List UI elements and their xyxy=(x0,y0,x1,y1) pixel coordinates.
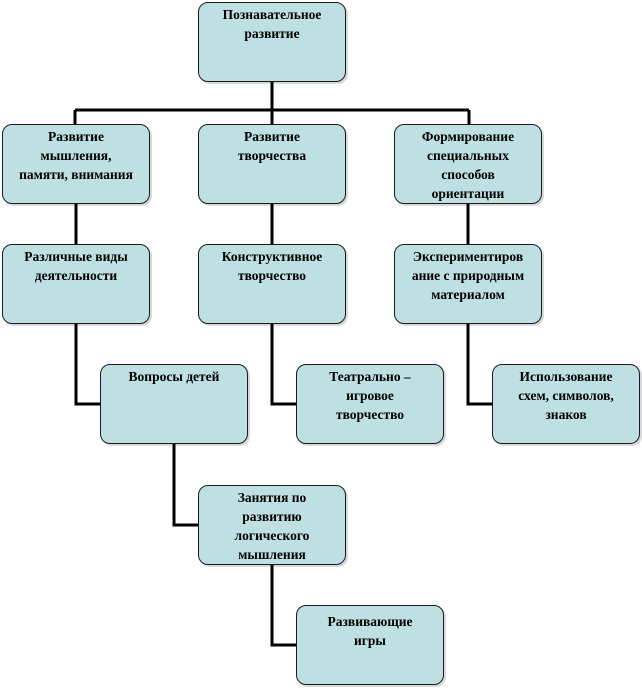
node-orientation-methods: Формирование специальных способов ориент… xyxy=(394,124,542,204)
connector-questions-logic xyxy=(172,444,199,527)
node-thinking-memory-attention: Развитие мышления, памяти, внимания xyxy=(2,124,150,204)
connector-activities-questions xyxy=(74,324,101,406)
node-cognitive-development: Познавательное развитие xyxy=(198,2,346,82)
node-developing-games: Развивающие игры xyxy=(296,605,444,685)
node-natural-material-experimenting: Экспериментиров ание с природным материа… xyxy=(394,244,542,324)
connector-experimenting-schemes xyxy=(466,324,493,406)
node-logical-thinking-classes: Занятия по развитию логического мышления xyxy=(198,485,346,565)
connector-root-branches xyxy=(73,82,471,124)
node-creativity-development: Развитие творчества xyxy=(198,124,346,204)
connector-logic-games xyxy=(270,565,297,647)
connector-constructive-theatre xyxy=(270,324,297,406)
node-theatre-play-creativity: Театрально – игровое творчество xyxy=(296,364,444,444)
node-schemes-symbols-signs: Использование схем, символов, знаков xyxy=(492,364,640,444)
node-constructive-creativity: Конструктивное творчество xyxy=(198,244,346,324)
node-various-activities: Различные виды деятельности xyxy=(2,244,150,324)
node-children-questions: Вопросы детей xyxy=(100,364,248,444)
